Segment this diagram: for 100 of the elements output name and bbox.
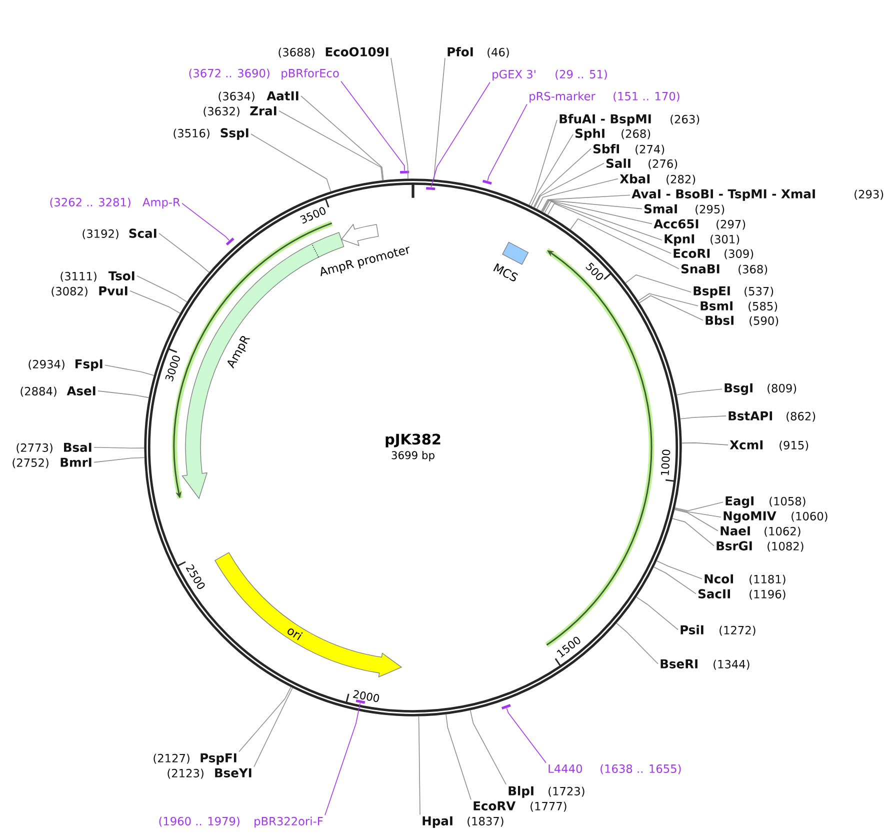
leader-line bbox=[182, 202, 230, 241]
enzyme-label: SnaBI bbox=[681, 264, 720, 274]
leader-line bbox=[638, 293, 698, 306]
tick-label: 500 bbox=[586, 262, 604, 280]
leader-line bbox=[542, 200, 652, 224]
leader-line bbox=[570, 218, 680, 270]
enzyme-label: AvaI - BsoBI - TspMI - XmaI bbox=[632, 189, 815, 201]
primer-mark bbox=[356, 699, 366, 704]
enzyme-label: EcoO109I bbox=[326, 47, 388, 56]
enzyme-label: SalI bbox=[606, 158, 630, 168]
enzyme-label: KpnI bbox=[664, 234, 694, 246]
leader-line bbox=[278, 110, 383, 181]
leader-line bbox=[506, 708, 546, 764]
enzyme-label: BsgI bbox=[724, 383, 752, 395]
enzyme-label: BstAPI bbox=[728, 411, 772, 420]
leader-line bbox=[544, 201, 662, 240]
position-label: (301) bbox=[710, 234, 740, 245]
leader-line bbox=[98, 390, 150, 398]
leader-line bbox=[158, 232, 210, 273]
leader-line bbox=[250, 134, 332, 192]
position-label: (585) bbox=[748, 302, 778, 312]
leader-line bbox=[104, 364, 154, 376]
primer-label: pRS-marker bbox=[530, 92, 596, 103]
enzyme-label: BspEI bbox=[694, 286, 730, 298]
leader-line bbox=[94, 457, 145, 463]
position-label: (1837) bbox=[468, 816, 504, 827]
enzyme-label: NcoI bbox=[704, 574, 733, 584]
leader-line bbox=[656, 560, 702, 580]
enzyme-label: XbaI bbox=[620, 174, 650, 184]
leader-line bbox=[530, 134, 574, 206]
tick-label: 2000 bbox=[352, 690, 380, 702]
position-label: (1344) bbox=[714, 660, 750, 670]
enzyme-label: SphI bbox=[575, 128, 604, 140]
enzyme-label: BsrGI bbox=[716, 541, 752, 550]
feature-label: MCS bbox=[493, 263, 518, 282]
position-label: (297) bbox=[716, 220, 746, 230]
primer-label: L4440 bbox=[548, 764, 582, 773]
position-label: (3082) bbox=[52, 286, 88, 297]
range-label: (29 .. 51) bbox=[556, 70, 607, 80]
primer-mark bbox=[400, 170, 410, 174]
primer-mark bbox=[482, 180, 492, 185]
position-label: (1058) bbox=[770, 496, 806, 507]
leader-line bbox=[254, 687, 293, 768]
enzyme-label: PsiI bbox=[680, 624, 704, 634]
enzyme-label: BlpI bbox=[508, 786, 534, 798]
position-label: (809) bbox=[768, 384, 796, 394]
position-label: (3688) bbox=[278, 48, 314, 58]
position-label: (1082) bbox=[768, 542, 804, 552]
position-label: (915) bbox=[780, 440, 808, 451]
leader-line bbox=[625, 274, 692, 292]
position-label: (1062) bbox=[764, 526, 800, 537]
leader-line bbox=[418, 716, 420, 816]
range-label: (1960 .. 1979) bbox=[159, 816, 240, 827]
position-label: (590) bbox=[750, 316, 778, 326]
position-label: (2127) bbox=[154, 754, 190, 764]
leader-line bbox=[681, 442, 728, 446]
leader-line bbox=[470, 710, 506, 785]
primer-mark bbox=[501, 704, 511, 710]
range-label: (3672 .. 3690) bbox=[189, 68, 270, 79]
position-label: (1060) bbox=[792, 512, 828, 522]
enzyme-label: Acc65I bbox=[654, 219, 698, 228]
position-label: (862) bbox=[786, 412, 816, 422]
range-label: (3262 .. 3281) bbox=[50, 198, 130, 208]
leader-line bbox=[616, 622, 658, 664]
primer-label: pBR322ori-F bbox=[254, 816, 323, 828]
primer-label: pGEX 3' bbox=[492, 70, 536, 81]
range-label: (1638 .. 1655) bbox=[600, 764, 681, 774]
position-label: (368) bbox=[738, 264, 768, 275]
enzyme-label: XcmI bbox=[730, 440, 763, 450]
enzyme-label: EagI bbox=[726, 496, 754, 508]
leader-line bbox=[446, 714, 472, 800]
enzyme-label: BseYI bbox=[215, 768, 252, 778]
position-label: (3516) bbox=[174, 128, 210, 139]
enzyme-label: AseI bbox=[66, 386, 96, 396]
position-label: (293) bbox=[854, 190, 884, 200]
position-label: (1196) bbox=[750, 590, 786, 600]
position-label: (309) bbox=[724, 249, 754, 260]
tick-label: 3500 bbox=[300, 207, 326, 224]
leader-line bbox=[536, 178, 618, 210]
enzyme-label: PspFI bbox=[200, 753, 236, 765]
position-label: (3192) bbox=[82, 229, 118, 240]
enzyme-label: SacII bbox=[698, 589, 730, 598]
enzyme-label: AatII bbox=[266, 91, 298, 100]
position-label: (268) bbox=[622, 129, 650, 140]
leader-line bbox=[340, 80, 405, 172]
primer-mark bbox=[426, 187, 436, 190]
leader-line bbox=[540, 194, 630, 212]
position-label: (2884) bbox=[20, 386, 56, 397]
enzyme-label: SmaI bbox=[644, 204, 677, 214]
enzyme-label: SbfI bbox=[593, 144, 619, 154]
position-label: (46) bbox=[488, 48, 509, 58]
enzyme-label: TsoI bbox=[108, 271, 134, 280]
position-label: (1777) bbox=[530, 802, 566, 812]
leader-line bbox=[390, 58, 408, 180]
leader-line bbox=[547, 203, 672, 254]
range-label: (151 .. 170) bbox=[614, 92, 680, 102]
enzyme-label: PvuI bbox=[99, 286, 128, 296]
enzyme-label: BsaI bbox=[64, 442, 92, 452]
leader-line bbox=[434, 58, 446, 180]
position-label: (3634) bbox=[218, 92, 254, 102]
